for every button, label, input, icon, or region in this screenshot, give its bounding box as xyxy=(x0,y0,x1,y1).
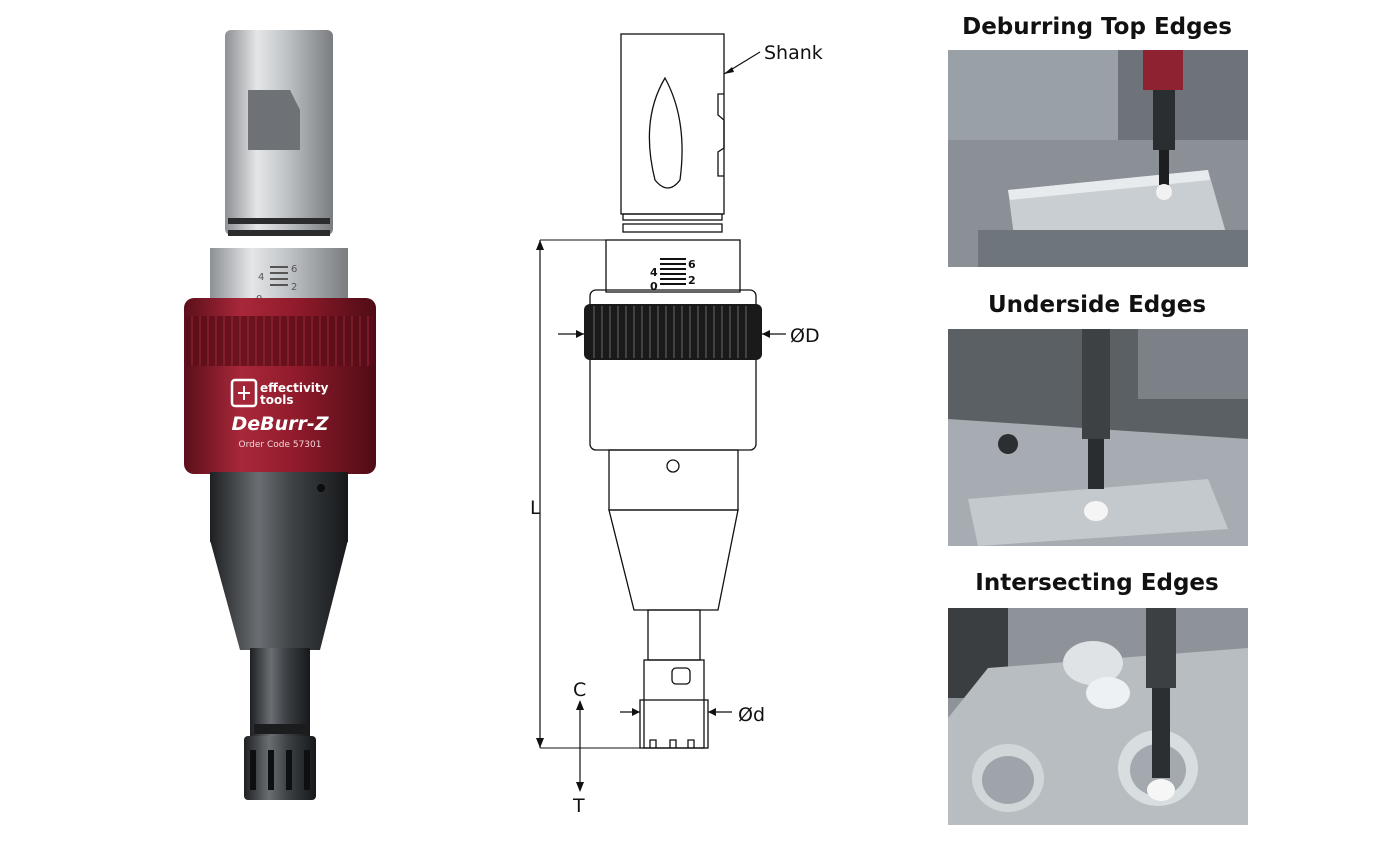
brand-line-1: effectivity xyxy=(260,381,329,395)
technical-drawing: 6 4 2 0 Shank ØD L Ød C T xyxy=(510,20,870,830)
length-label: L xyxy=(530,497,541,519)
app-photo-top-edges xyxy=(948,50,1248,267)
collet-nut xyxy=(244,736,316,800)
collet-neck xyxy=(250,648,310,738)
lower-body xyxy=(210,472,348,542)
drawing-scale-6: 6 xyxy=(688,258,696,271)
drawing-scale-2: 2 xyxy=(688,274,696,287)
app-title-intersecting-edges: Intersecting Edges xyxy=(975,570,1219,596)
drawing-scale xyxy=(660,258,686,285)
app-photo-intersecting-edges xyxy=(948,608,1248,825)
drawing-collet-nut xyxy=(643,659,705,749)
drawing-knurl xyxy=(584,304,762,360)
inner-diameter-label: Ød xyxy=(738,704,765,726)
app-title-top-edges: Deburring Top Edges xyxy=(962,14,1232,40)
app-title-underside-edges: Underside Edges xyxy=(987,292,1207,318)
drawing-scale-0: 0 xyxy=(650,280,658,293)
dimension-drawing: 6 4 2 0 Shank ØD L Ød C T xyxy=(530,33,823,817)
drawing-scale-4: 4 xyxy=(650,266,658,279)
effectivity-logo xyxy=(230,378,258,408)
shank-flat xyxy=(248,90,300,150)
shank-flat-outline xyxy=(648,76,683,189)
scale-marks xyxy=(270,266,288,286)
brand-line-2: tools xyxy=(260,393,293,407)
shank-label: Shank xyxy=(764,42,823,64)
drawing-taper xyxy=(608,509,739,611)
scale-mark-2: 2 xyxy=(291,282,297,293)
compression-label: C xyxy=(573,679,586,701)
app-photo-underside-edges xyxy=(948,329,1248,546)
scale-mark-6: 6 xyxy=(291,264,297,275)
scale-mark-4: 4 xyxy=(258,272,264,283)
outer-diameter-label: ØD xyxy=(790,325,820,347)
taper xyxy=(210,540,348,650)
product-name: DeBurr-Z xyxy=(231,413,329,435)
product-photo: 4 6 2 0 effectivity too xyxy=(170,20,410,810)
deburr-tool-illustration: 4 6 2 0 effectivity too xyxy=(184,30,376,800)
tension-label: T xyxy=(572,795,585,817)
order-code: Order Code 57301 xyxy=(239,440,322,450)
